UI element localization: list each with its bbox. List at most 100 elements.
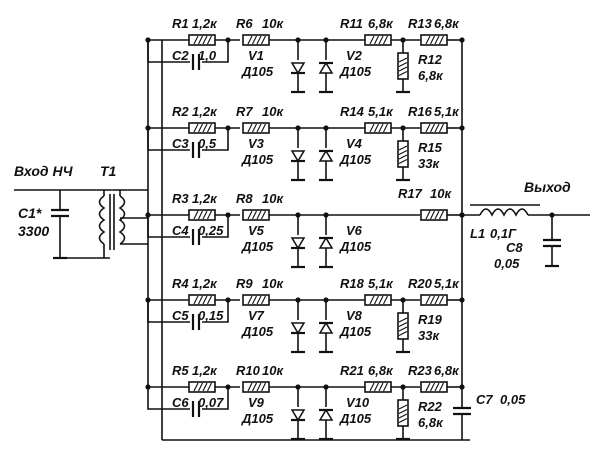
branch-1-rb-body (242, 34, 270, 46)
branch-5-ra-hatch (207, 382, 212, 392)
junction-dot (295, 212, 301, 218)
branch-3-rb-label: R8 (236, 191, 253, 206)
c8-label: C8 (506, 240, 523, 255)
branch-2-ra-body (188, 122, 216, 134)
branch-1-rd-body (420, 34, 448, 46)
branch-4-rb-hatch (261, 295, 266, 305)
secondary-winding (118, 195, 126, 245)
branch-1-ra-hatch (202, 35, 208, 45)
junction-dot (459, 212, 465, 218)
c1-value: 3300 (18, 223, 49, 239)
branch-5-c-value: 0,07 (198, 395, 224, 410)
junction-dot (459, 37, 465, 43)
branch-2-rs-hatch (398, 150, 408, 155)
branch-2-ra-hatch (198, 123, 203, 133)
branch-4-rd-label: R20 (408, 276, 433, 291)
branch-4-rs-label: R19 (418, 312, 443, 327)
branch-2-rc-label: R14 (340, 104, 365, 119)
branch-1-rb-label: R6 (236, 16, 253, 31)
branch-2-rd-label: R16 (408, 104, 433, 119)
branch-4-rd-value: 5,1к (434, 276, 460, 291)
branch-4-rs-body (397, 312, 409, 340)
branch-4-rs-hatch (398, 317, 408, 323)
branch-5-rd-hatch (434, 382, 440, 392)
branch-5-diode-2 (318, 408, 334, 421)
junction-dot (225, 37, 231, 43)
branch-4-cap-wire (202, 300, 229, 323)
branch-5-rb-body (242, 381, 270, 393)
junction-dot (145, 297, 151, 303)
branch-4-vd2-type: Д105 (339, 324, 372, 339)
branch-3-rb-body (242, 209, 270, 221)
branch-1-rc-body (364, 34, 392, 46)
branch-4-rc (364, 294, 392, 306)
branch-5-rb-hatch (256, 382, 262, 392)
branch-4-diode-1 (290, 322, 306, 335)
branch-5-rs (397, 399, 409, 427)
branch-5-rd-hatch (430, 382, 435, 392)
branch-1-rc-hatch (374, 35, 379, 45)
branch-2-cap-wire (202, 128, 229, 151)
junction-dot (225, 212, 231, 218)
branch-1-rs-hatch (398, 62, 408, 67)
branch-4-rs (397, 312, 409, 340)
branch-1-rb-value: 10к (262, 16, 284, 31)
transformer-label: T1 (100, 163, 117, 179)
branch-2-rs-label: R15 (418, 140, 443, 155)
branch-4-rc-label: R18 (340, 276, 365, 291)
branch-4-rd-hatch (425, 295, 431, 305)
junction-dot (400, 297, 406, 303)
branch-4-vd2-label: V8 (346, 308, 363, 323)
branch-3-diode-1-triangle (290, 237, 306, 250)
transformer-t1 (98, 194, 126, 250)
c1-label: C1* (18, 205, 42, 221)
branch-2-rs-value: 33к (418, 156, 440, 171)
branch-4-ra-hatch (193, 295, 199, 305)
output-label: Выход (524, 179, 571, 195)
junction-dot (225, 384, 231, 390)
branch-4-diode-2 (318, 321, 334, 334)
branch-1-ra (188, 34, 216, 46)
branch-2-vd2-type: Д105 (339, 152, 372, 167)
branch-2-diode-2-triangle (318, 149, 334, 162)
branch-5-c-label: C6 (172, 395, 189, 410)
branch-4-c (191, 314, 201, 330)
junction-dot (323, 212, 329, 218)
junction-dot (459, 297, 465, 303)
branch-3-ra-hatch (193, 210, 199, 220)
branch-3-r17-body (420, 209, 448, 221)
branch-2-rc-hatch (378, 123, 384, 133)
branch-3-c-value: 0,25 (198, 223, 224, 238)
branch-3-c (191, 229, 201, 245)
branch-5-rs-hatch (398, 413, 408, 419)
branch-2-rb-label: R7 (236, 104, 253, 119)
branch-1-c (191, 54, 201, 70)
branch-2-c (191, 142, 201, 158)
branch-1-diode-1-triangle (290, 62, 306, 75)
branch-2-rd-hatch (430, 123, 435, 133)
branch-5-ra-hatch (198, 382, 203, 392)
branch-4-rc-value: 5,1к (368, 276, 394, 291)
junction-dot (323, 297, 329, 303)
branch-1-rs-hatch (398, 66, 408, 72)
junction-dot (323, 125, 329, 131)
branch-5-rb-hatch (247, 382, 253, 392)
branch-4-rc-hatch (374, 295, 379, 305)
branch-2-diode-1-triangle (290, 150, 306, 163)
branch-2-rd-hatch (434, 123, 440, 133)
c7-capacitor (453, 406, 471, 416)
branch-3-ra (188, 209, 216, 221)
branch-5-diode-2-triangle (318, 408, 334, 421)
branch-1-ra-hatch (198, 35, 203, 45)
junction-dot (295, 297, 301, 303)
branch-3-rb (242, 209, 270, 221)
branch-1-ra-label: R1 (172, 16, 189, 31)
branch-2-rs-body (397, 140, 409, 168)
branch-5-rb-hatch (252, 382, 257, 392)
branch-1-rc-hatch (378, 35, 384, 45)
branch-5-rc-hatch (374, 382, 379, 392)
junction-dot (295, 384, 301, 390)
branch-5-rs-body (397, 399, 409, 427)
